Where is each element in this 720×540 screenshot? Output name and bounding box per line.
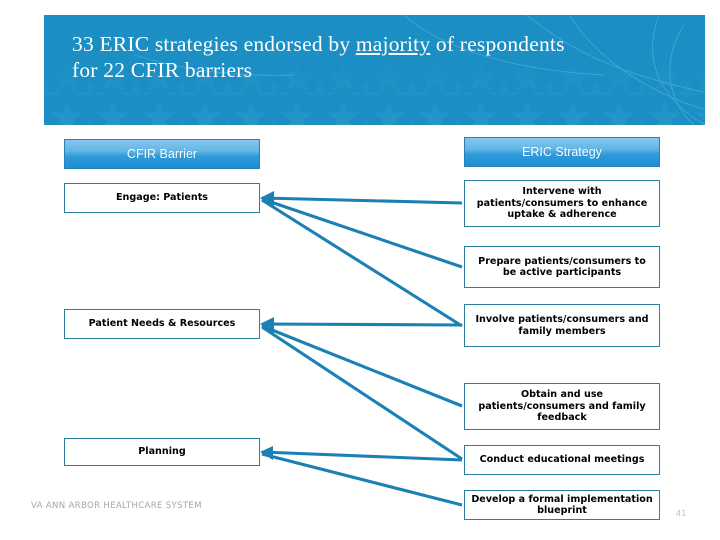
strategy-box-intervene-with-patients[interactable]: Intervene with patients/consumers to enh… — [464, 180, 660, 227]
strategy-box-involve-patients[interactable]: Involve patients/consumers and family me… — [464, 304, 660, 347]
title-banner: 33 ERIC strategies endorsed by majority … — [44, 15, 705, 125]
connector-planning-blueprint — [261, 452, 463, 507]
connector-needs-educational — [261, 325, 463, 461]
strategy-box-prepare-patients[interactable]: Prepare patients/consumers to be active … — [464, 246, 660, 288]
connector-needs-obtain — [261, 324, 463, 408]
strategy-box-obtain-feedback[interactable]: Obtain and use patients/consumers and fa… — [464, 383, 660, 430]
footer-organization-name: VA ANN ARBOR HEALTHCARE SYSTEM — [31, 501, 202, 511]
slide-number: 41 — [676, 508, 687, 518]
barrier-box-planning[interactable]: Planning — [64, 438, 260, 466]
arrowhead-needs — [260, 317, 274, 333]
connector-engage-involve — [261, 198, 463, 328]
barrier-box-patient-needs[interactable]: Patient Needs & Resources — [64, 309, 260, 339]
strategy-box-implementation-blueprint[interactable]: Develop a formal implementation blueprin… — [464, 490, 660, 520]
connector-needs-involve — [261, 322, 463, 327]
title-text-post: of respondents — [430, 32, 565, 56]
page-title: 33 ERIC strategies endorsed by majority … — [72, 31, 672, 83]
barrier-box-engage-patients[interactable]: Engage: Patients — [64, 183, 260, 213]
title-text-emphasis: majority — [355, 32, 431, 56]
connector-planning-educational — [261, 450, 463, 462]
connector-engage-intervene — [261, 196, 463, 205]
arrowhead-planning — [260, 446, 273, 460]
title-text-pre: 33 ERIC strategies endorsed by — [72, 32, 356, 56]
strategy-box-educational-meetings[interactable]: Conduct educational meetings — [464, 445, 660, 475]
connector-engage-prepare — [261, 197, 463, 269]
title-text-line2: for 22 CFIR barriers — [72, 58, 253, 82]
arrowhead-engage — [260, 191, 274, 207]
column-header-cfir-barrier: CFIR Barrier — [64, 139, 260, 169]
banner-star-texture — [44, 15, 705, 125]
column-header-eric-strategy: ERIC Strategy — [464, 137, 660, 167]
